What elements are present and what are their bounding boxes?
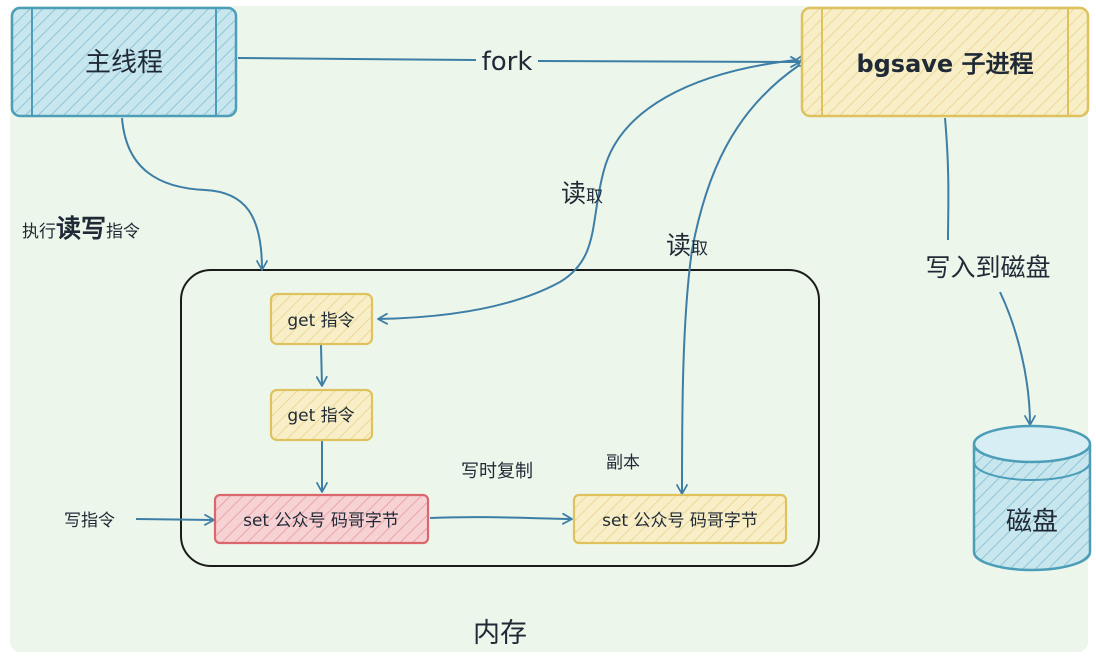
set-copy-label: set 公众号 码哥字节 [602, 511, 758, 531]
get-cmd-1-label: get 指令 [287, 311, 354, 331]
cow-label: 写时复制 [461, 461, 533, 482]
read-arrow-2 [676, 55, 810, 495]
memory-label: 内存 [473, 618, 527, 649]
read-label-2: 读取 [666, 231, 708, 260]
set-cmd-node: set 公众号 码哥字节 [213, 493, 430, 545]
disk-label: 磁盘 [1006, 507, 1058, 537]
get-to-get-arrow [315, 344, 328, 387]
set-cmd-label: set 公众号 码哥字节 [243, 511, 399, 531]
main-thread-label: 主线程 [85, 48, 163, 78]
exec-arrow [121, 117, 268, 271]
write-disk-label: 写入到磁盘 [925, 253, 1050, 282]
write-cmd-arrow [135, 513, 215, 526]
cow-arrow [429, 512, 573, 525]
fork-label: fork [482, 47, 533, 77]
set-copy-node: set 公众号 码哥字节 [572, 493, 788, 545]
copy-label: 副本 [606, 453, 640, 473]
write-cmd-label: 写指令 [64, 511, 115, 531]
main-thread-node: 主线程 [10, 6, 238, 118]
bgsave-node: bgsave 子进程 [800, 6, 1090, 118]
exec-label: 执行读写指令 [22, 214, 140, 243]
write-disk-arrow [944, 117, 1030, 425]
get-cmd-1-node: get 指令 [269, 292, 374, 346]
get-cmd-2-node: get 指令 [269, 388, 374, 442]
bgsave-label: bgsave 子进程 [856, 50, 1033, 78]
get-cmd-2-label: get 指令 [287, 406, 354, 426]
read-label-1: 读取 [561, 179, 603, 208]
disk-node: 磁盘 [972, 424, 1092, 572]
